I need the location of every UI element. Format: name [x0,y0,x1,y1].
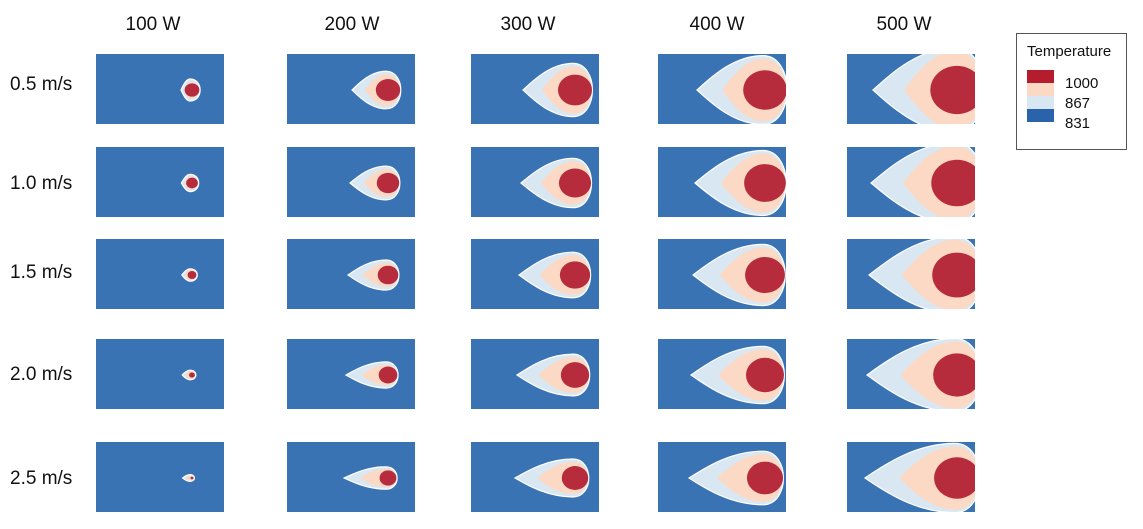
legend-swatch-1000 [1027,70,1054,83]
column-label-100w: 100 W [125,14,181,35]
column-label-500w: 500 W [876,14,932,35]
contour-panel [658,239,786,309]
contour-panel [847,147,975,217]
contour-panel [471,442,599,512]
contour-panel [658,442,786,512]
contour-plot [847,339,975,409]
contour-plot [658,239,786,309]
substrate-background [96,339,224,409]
contour-plot [471,239,599,309]
contour-panel [658,54,786,124]
melt-pool-core [558,168,592,198]
contour-plot [96,147,224,217]
melt-pool-core [930,65,975,115]
contour-plot [287,54,415,124]
contour-panel [847,239,975,309]
column-label-200w: 200 W [324,14,380,35]
contour-plot [287,239,415,309]
legend-swatch-mid-high [1027,83,1054,96]
legend-label-831: 831 [1065,115,1091,132]
substrate-background [96,54,224,124]
melt-pool-core [932,252,975,298]
row-label-1-0: 1.0 m/s [10,173,73,194]
contour-plot [471,339,599,409]
contour-plot [96,239,224,309]
contour-plot [658,54,786,124]
contour-panel [471,147,599,217]
melt-pool-core [933,353,975,397]
contour-plot [471,442,599,512]
contour-panel [471,239,599,309]
melt-pool-core [931,159,975,207]
contour-panel [287,147,415,217]
legend-label-1000: 1000 [1065,75,1099,92]
contour-panel [96,442,224,512]
row-label-2-0: 2.0 m/s [10,364,73,385]
contour-panel [847,442,975,512]
row-label-2-5: 2.5 m/s [10,468,73,489]
substrate-background [96,442,224,512]
contour-panel [96,239,224,309]
legend-label-867: 867 [1065,95,1091,112]
legend-swatch-831 [1027,109,1054,122]
contour-panel [287,54,415,124]
contour-panel [96,147,224,217]
melt-pool-core [186,177,198,189]
contour-panel [96,339,224,409]
contour-plot [658,339,786,409]
melt-pool-core [190,476,194,480]
legend-title: Temperature [1027,43,1112,60]
melt-pool-core [377,265,399,285]
melt-pool-core [743,70,786,110]
contour-panel [287,239,415,309]
melt-pool-core [375,78,401,102]
column-label-300w: 300 W [500,14,556,35]
contour-panel [287,442,415,512]
melt-pool-core [934,457,975,499]
contour-plot [847,442,975,512]
substrate-background [96,239,224,309]
contour-panel [658,339,786,409]
melt-pool-core [746,461,784,495]
contour-plot [847,54,975,124]
contour-plot [471,147,599,217]
melt-pool-core [378,366,398,384]
melt-pool-core [187,271,197,279]
substrate-background [96,147,224,217]
column-label-400w: 400 W [689,14,745,35]
row-label-1-5: 1.5 m/s [10,262,73,283]
contour-plot [847,239,975,309]
melt-pool-core [744,164,786,202]
contour-plot [658,147,786,217]
contour-panel [471,339,599,409]
contour-panel [287,339,415,409]
legend-swatch-867 [1027,96,1054,109]
melt-pool-core [559,261,591,289]
melt-pool-core [557,74,593,106]
melt-pool-core [189,372,195,378]
contour-plot [96,54,224,124]
melt-pool-core [561,466,589,490]
melt-pool-core [745,256,785,294]
contour-panel [847,339,975,409]
contour-panel [471,54,599,124]
contour-panel [658,147,786,217]
contour-plot [471,54,599,124]
melt-pool-core [376,172,400,194]
contour-plot [96,339,224,409]
contour-panel [96,54,224,124]
contour-plot [287,339,415,409]
melt-pool-core [184,83,200,97]
melt-pool-core [379,470,397,486]
contour-plot [847,147,975,217]
contour-plot [287,442,415,512]
contour-panel [847,54,975,124]
melt-pool-core [560,362,590,388]
contour-plot [658,442,786,512]
row-label-0-5: 0.5 m/s [10,74,73,95]
melt-pool-core [745,357,785,393]
contour-plot [96,442,224,512]
temperature-legend: Temperature 1000 867 831 [1016,33,1127,150]
contour-plot [287,147,415,217]
